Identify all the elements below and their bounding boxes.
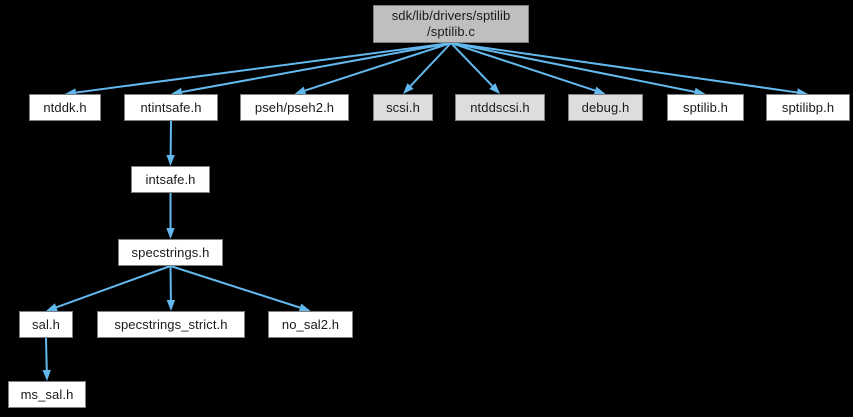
graph-edge-root-to-ntddk — [75, 42, 452, 94]
graph-node-ntddk[interactable]: ntddk.h — [29, 94, 101, 121]
graph-arrowhead-sal-to-ms_sal — [42, 369, 51, 381]
graph-edge-root-to-ntddscsi — [450, 42, 494, 87]
graph-node-scsi[interactable]: scsi.h — [373, 94, 433, 121]
graph-node-no_sal2[interactable]: no_sal2.h — [268, 311, 353, 338]
graph-node-ms_sal[interactable]: ms_sal.h — [8, 381, 86, 408]
graph-node-ntintsafe[interactable]: ntintsafe.h — [124, 94, 218, 121]
graph-edge-root-to-sptilibp — [450, 42, 798, 94]
graph-arrowhead-specstrings-to-specstrings_strict — [166, 299, 176, 311]
graph-node-pseh2[interactable]: pseh/pseh2.h — [240, 94, 349, 121]
graph-edge-sal-to-ms_sal — [45, 337, 48, 371]
graph-node-root[interactable]: sdk/lib/drivers/sptilib /sptilib.c — [373, 5, 529, 43]
graph-node-specstrings[interactable]: specstrings.h — [118, 239, 223, 266]
graph-node-sptilibp[interactable]: sptilibp.h — [766, 94, 850, 121]
graph-edge-root-to-scsi — [409, 42, 452, 87]
graph-edge-root-to-ntintsafe — [181, 42, 452, 94]
graph-node-ntddscsi[interactable]: ntddscsi.h — [455, 94, 545, 121]
graph-edge-specstrings-to-no_sal2 — [170, 265, 301, 309]
graph-edge-specstrings-to-sal — [56, 265, 171, 309]
graph-edge-root-to-sptilib — [450, 42, 695, 93]
graph-node-sptilib[interactable]: sptilib.h — [667, 94, 744, 121]
graph-edge-root-to-debug — [450, 42, 596, 92]
graph-node-specstrings_strict[interactable]: specstrings_strict.h — [97, 311, 245, 338]
graph-arrowhead-root-to-ntddscsi — [489, 83, 500, 94]
graph-arrowhead-root-to-scsi — [403, 83, 414, 94]
graph-arrowhead-intsafe-to-specstrings — [166, 228, 175, 239]
graph-edge-root-to-pseh2 — [304, 42, 452, 92]
graph-arrowhead-ntintsafe-to-intsafe — [166, 154, 175, 166]
graph-node-sal[interactable]: sal.h — [19, 311, 73, 338]
graph-node-intsafe[interactable]: intsafe.h — [131, 166, 210, 193]
graph-node-debug[interactable]: debug.h — [568, 94, 643, 121]
